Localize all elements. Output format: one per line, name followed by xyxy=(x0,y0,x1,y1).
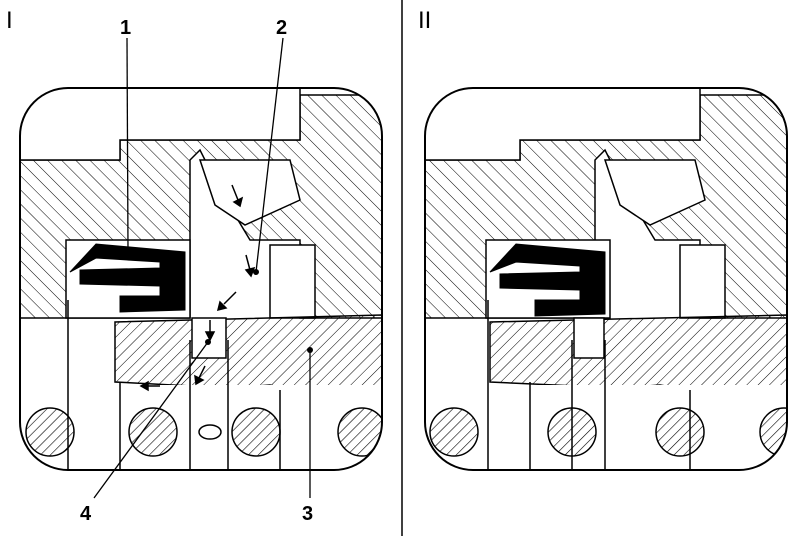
callout-3: 3 xyxy=(302,503,313,525)
panel-I-frame xyxy=(19,87,383,471)
panel-I-section xyxy=(19,87,383,471)
panel-I-plate xyxy=(114,314,382,393)
panel-II-port xyxy=(603,159,706,226)
callout-4: 4 xyxy=(80,503,92,525)
panel-II-spring-1 xyxy=(429,407,479,457)
panel-II-stem xyxy=(573,317,605,359)
panel-I-spring-3 xyxy=(231,407,281,457)
panel-II-lower-body xyxy=(425,385,787,470)
panel-I-pocket xyxy=(269,244,316,319)
callout-2: 2 xyxy=(276,17,287,39)
panel-II-lip-seal xyxy=(489,243,606,317)
panel-I-port xyxy=(198,159,301,226)
panel-I-spring-2 xyxy=(128,407,178,457)
callout-leaders xyxy=(93,37,311,499)
panel-label-II: II xyxy=(418,7,431,34)
callout-1: 1 xyxy=(120,17,131,39)
panel-I-cap xyxy=(20,88,301,161)
panel-I-lip-seal xyxy=(69,243,186,313)
panel-II-plate xyxy=(489,314,787,393)
panel-I-flow-arrows xyxy=(139,184,256,392)
panel-II-frame xyxy=(424,87,788,471)
panel-II-pocket xyxy=(679,244,726,319)
panel-I-port-hole xyxy=(198,424,222,440)
panel-II-spring-3 xyxy=(655,407,705,457)
panel-II-section xyxy=(424,87,788,471)
panel-label-I: I xyxy=(6,7,13,34)
panel-II-spring-2 xyxy=(547,407,597,457)
callout-dots xyxy=(125,249,313,353)
panel-I-spring-1 xyxy=(25,407,75,457)
panel-II-cap xyxy=(425,88,701,161)
panel-I-spring-4 xyxy=(337,407,382,457)
